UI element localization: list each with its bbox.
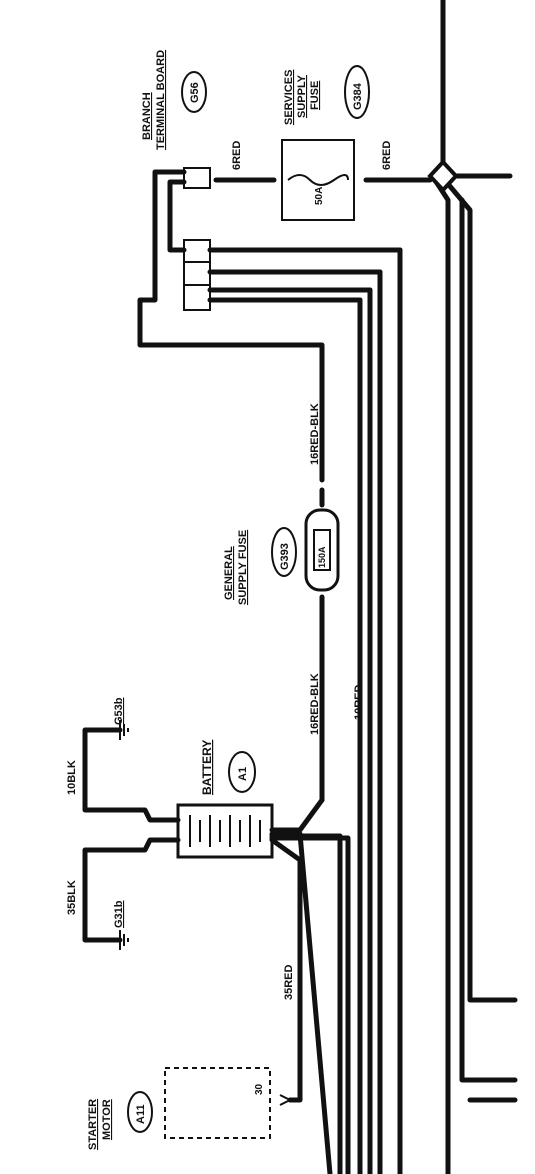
battery-name: BATTERY <box>200 740 214 795</box>
wire-label-35blk: 35BLK <box>66 880 78 915</box>
ground-g31b: G31b <box>113 900 129 950</box>
wire-label-16redblk-b: 16RED-BLK <box>309 673 321 735</box>
branch-board-title: BRANCH TERMINAL BOARD G56 <box>141 50 207 150</box>
starter-name-1: STARTER <box>87 1099 99 1150</box>
battery-title: BATTERY A1 <box>200 740 256 795</box>
services-fuse-code: G384 <box>352 82 364 110</box>
battery-code: A1 <box>237 767 249 781</box>
general-fuse-rating: 150A <box>317 546 327 568</box>
starter-motor: 30 <box>164 1067 293 1139</box>
services-fuse-name-1: SERVICES <box>283 70 295 125</box>
ground-g53b: G53b <box>113 697 129 740</box>
junction-node <box>427 159 459 193</box>
general-supply-fuse: 150A <box>304 487 340 803</box>
services-fuse-title: SERVICES SUPPLY FUSE G384 <box>283 65 370 125</box>
services-fuse-name-2: SUPPLY <box>296 74 308 118</box>
wire-label-10red: 10RED <box>353 684 365 720</box>
wire-label-6red-a: 6RED <box>231 141 243 170</box>
ground-g31b-code: G31b <box>113 900 125 928</box>
general-fuse-code: G393 <box>279 543 291 570</box>
ground-g53b-code: G53b <box>113 697 125 725</box>
wire-label-35red: 35RED <box>283 964 295 1000</box>
starter-code: A11 <box>135 1104 147 1124</box>
battery <box>176 803 274 859</box>
services-fuse-name-3: FUSE <box>309 81 321 110</box>
starter-name-2: MOTOR <box>101 1099 113 1140</box>
wire-label-6red-b: 6RED <box>381 141 393 170</box>
wire-label-16redblk-a: 16RED-BLK <box>309 403 321 465</box>
branch-board-code: G56 <box>189 82 201 103</box>
wire-label-10blk: 10BLK <box>66 760 78 795</box>
branch-board-name-2: TERMINAL BOARD <box>155 50 167 150</box>
battery-wiring <box>82 727 351 1174</box>
services-fuse-rating: 50A <box>314 187 325 205</box>
general-fuse-name-2: SUPPLY FUSE <box>237 530 249 605</box>
starter-title: STARTER MOTOR A11 <box>87 1091 153 1150</box>
branch-terminal-board <box>137 167 403 1174</box>
branch-board-name-1: BRANCH <box>141 92 153 140</box>
general-fuse-title: GENERAL SUPPLY FUSE G393 <box>223 527 297 605</box>
general-fuse-name-1: GENERAL <box>223 546 235 600</box>
starter-terminal: 30 <box>254 1083 265 1095</box>
services-supply-fuse: 50A <box>213 139 433 221</box>
